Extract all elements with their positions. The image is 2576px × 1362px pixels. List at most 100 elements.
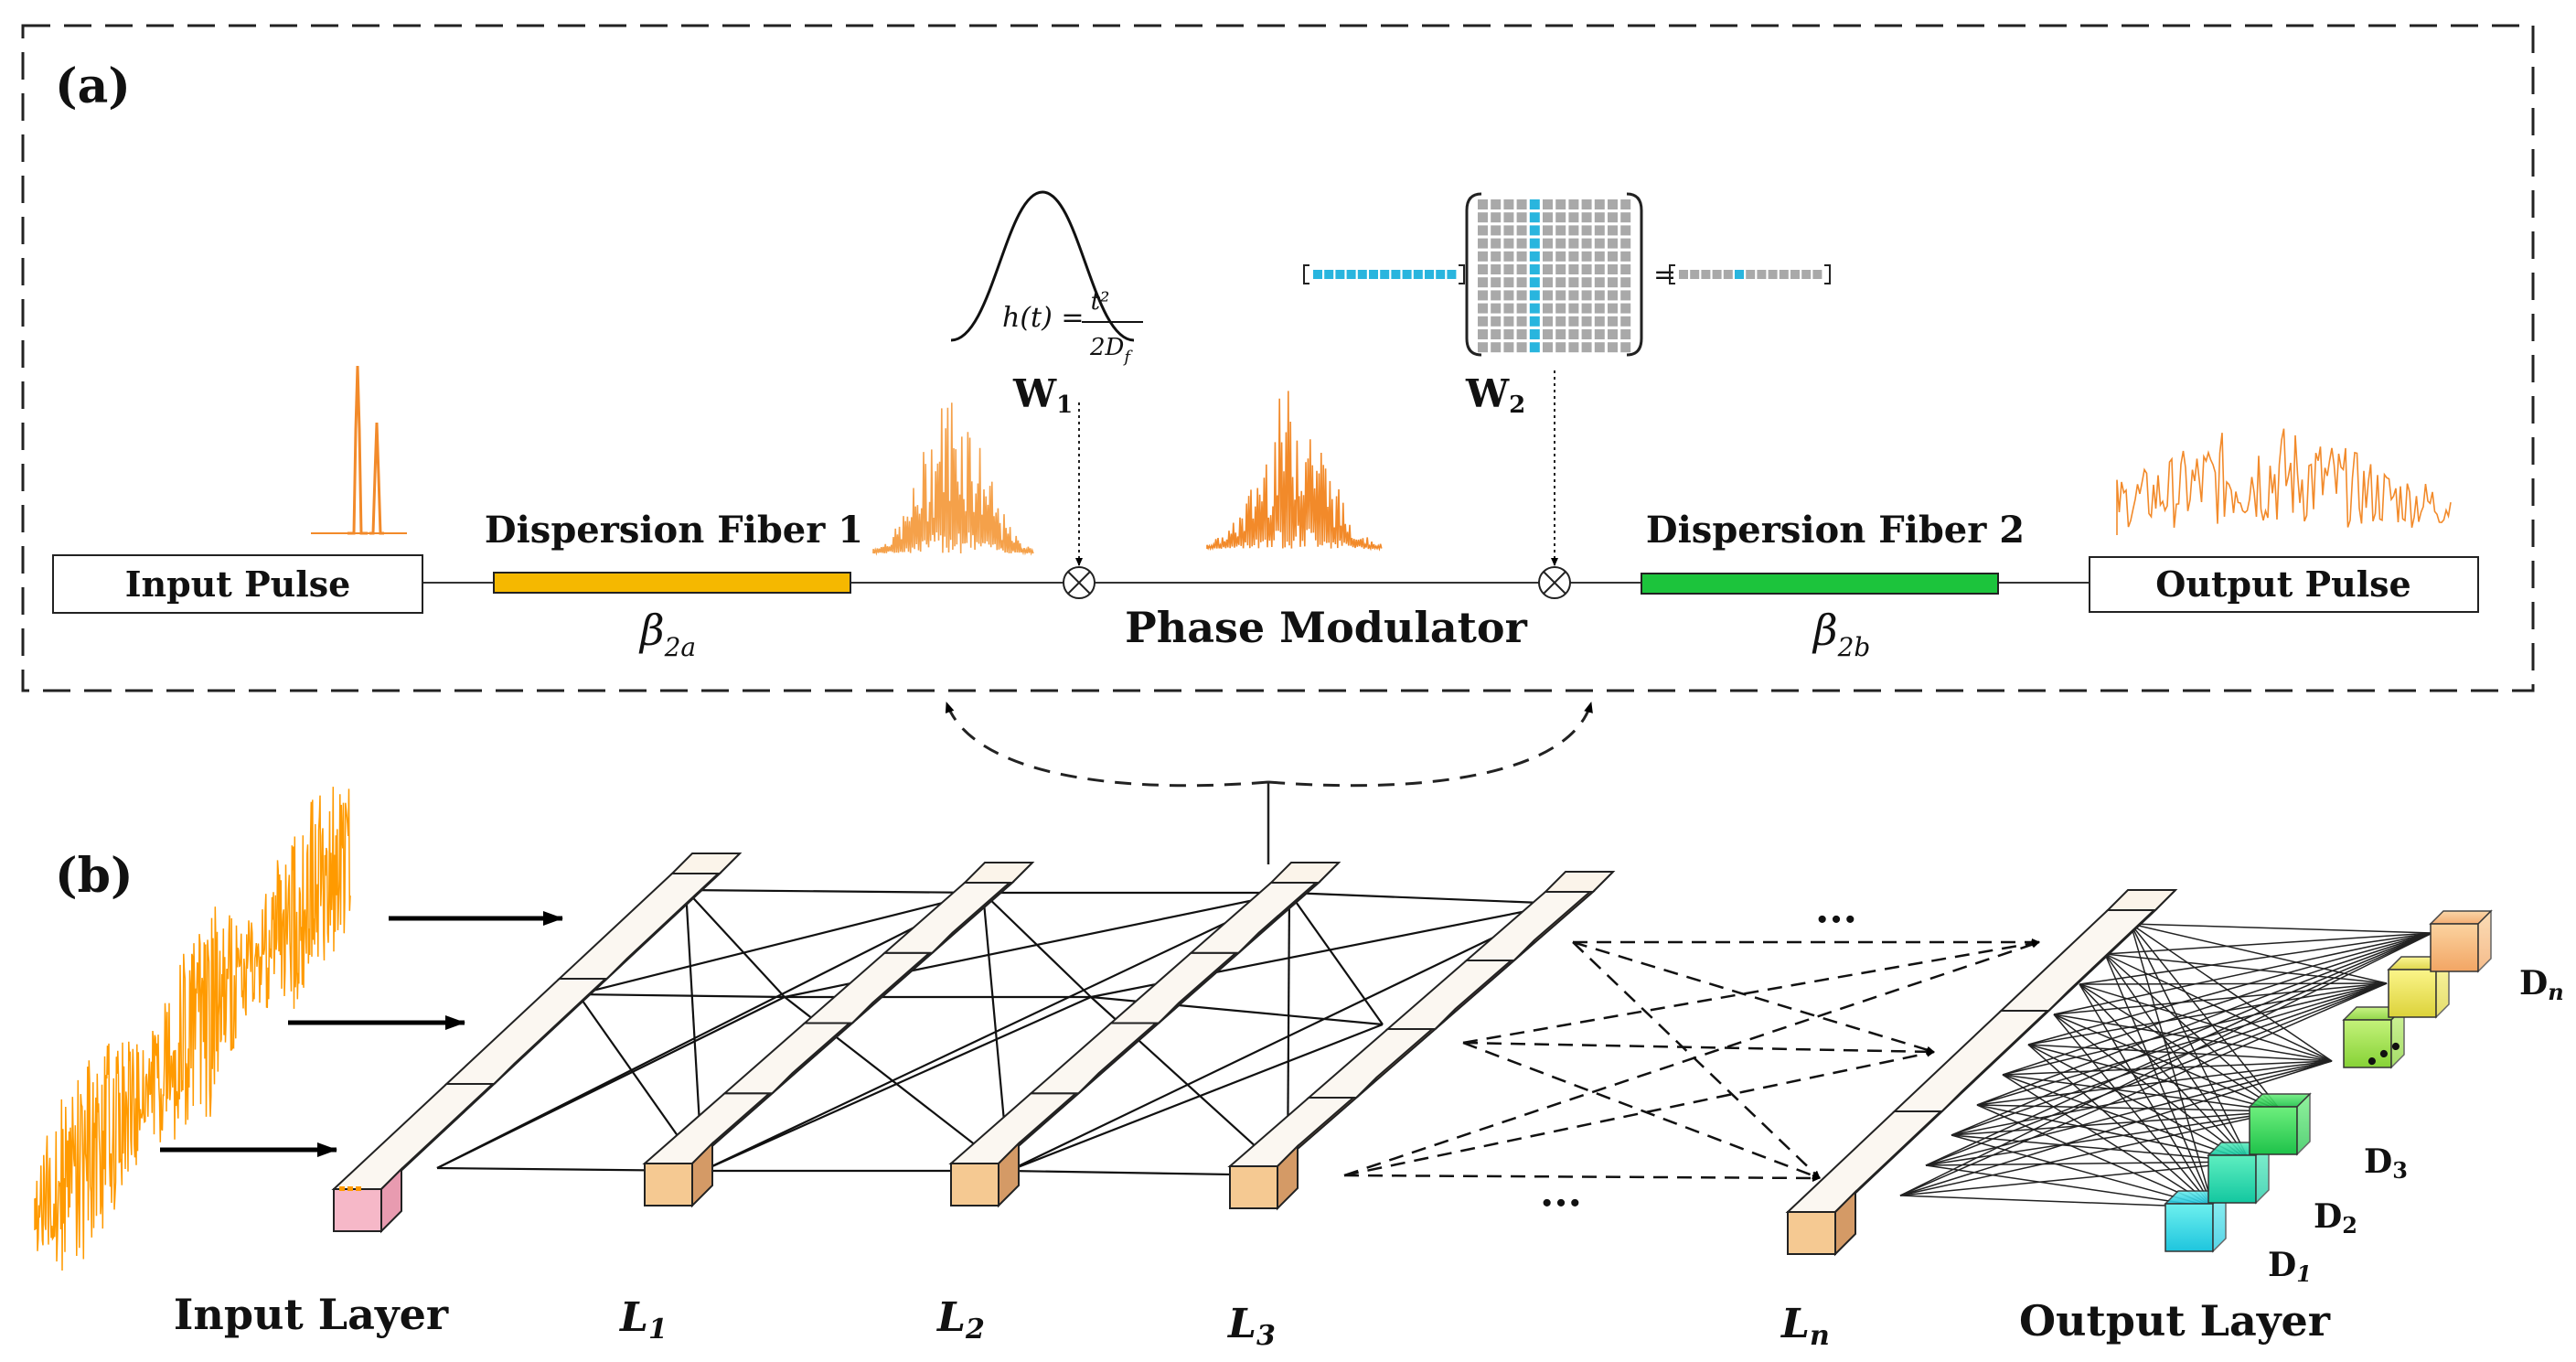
output-vector-cell [1746, 270, 1756, 279]
matrix-cell [1594, 303, 1605, 314]
matrix-cell [1503, 212, 1514, 223]
matrix-cell [1529, 329, 1540, 339]
matrix-cell [1594, 277, 1605, 288]
matrix-cell [1581, 329, 1592, 339]
matrix-cell [1594, 251, 1605, 262]
matrix-cell [1491, 264, 1502, 274]
input-vector [1303, 264, 1465, 284]
matrix-cell [1581, 251, 1592, 262]
output-vector-cell [1779, 270, 1789, 279]
matrix-cell [1608, 199, 1618, 209]
matrix-cell [1568, 251, 1579, 262]
matrix-cell [1543, 212, 1553, 223]
output-pulse-waveform [2116, 428, 2452, 535]
input-pulse-waveform [311, 365, 407, 535]
matrix-cell [1608, 251, 1618, 262]
matrix-cell [1491, 199, 1502, 209]
bottom-ellipsis: ··· [1540, 1180, 1582, 1227]
matrix-cell [1608, 277, 1618, 288]
matrix-cell [1594, 329, 1605, 339]
matrix-cell [1581, 316, 1592, 327]
matrix-equation: = [1303, 192, 1831, 357]
matrix-cell [1516, 199, 1527, 209]
input-vector-cell [1346, 270, 1356, 279]
matrix-cell [1543, 277, 1553, 288]
matrix-cell [1555, 277, 1566, 288]
gaussian-bell-curve [950, 190, 1135, 342]
top-ellipsis: ··· [1815, 896, 1857, 943]
matrix-cell [1568, 290, 1579, 301]
phase-modulator-label: Phase Modulator [1125, 603, 1527, 652]
matrix-cell [1608, 342, 1618, 353]
output-vector-cell [1679, 270, 1688, 279]
matrix-cell [1543, 251, 1553, 262]
matrix-cell [1478, 342, 1488, 353]
matrix-cell [1516, 303, 1527, 314]
input-layer-prism [331, 853, 743, 1234]
matrix-cell [1529, 212, 1540, 223]
input-vector-cell [1413, 270, 1423, 279]
matrix-cell [1568, 329, 1579, 339]
output-vector-cell [1790, 270, 1800, 279]
input-vector-cell [1391, 270, 1401, 279]
input-vector-cell [1324, 270, 1334, 279]
output-vector-cell [1757, 270, 1767, 279]
matrix-cell [1529, 238, 1540, 249]
matrix-cell [1503, 342, 1514, 353]
output-vector-cell [1768, 270, 1778, 279]
matrix-cell [1581, 225, 1592, 236]
panel-a-frame [21, 24, 2535, 692]
matrix-cell [1529, 225, 1540, 236]
matrix-cell [1491, 329, 1502, 339]
matrix-cell [1491, 277, 1502, 288]
l1-label: L1 [618, 1294, 668, 1346]
ln-label: Ln [1780, 1301, 1830, 1352]
matrix-cell [1568, 277, 1579, 288]
matrix-cell [1543, 290, 1553, 301]
matrix-cell [1555, 199, 1566, 209]
matrix-cell [1529, 251, 1540, 262]
weight-matrix [1465, 192, 1643, 357]
matrix-cell [1620, 316, 1631, 327]
dispersion-fiber-2-label: Dispersion Fiber 2 [1646, 509, 2025, 552]
matrix-cell [1478, 316, 1488, 327]
matrix-cell [1594, 238, 1605, 249]
matrix-cell [1555, 316, 1566, 327]
matrix-cell [1568, 225, 1579, 236]
matrix-cell [1620, 264, 1631, 274]
matrix-cell [1516, 342, 1527, 353]
matrix-cell [1529, 199, 1540, 209]
matrix-cell [1529, 290, 1540, 301]
input-arrows [160, 911, 563, 1157]
dispersion-fiber-2 [1641, 573, 1999, 595]
matrix-cell [1608, 329, 1618, 339]
matrix-cell [1478, 238, 1488, 249]
input-vector-cell [1425, 270, 1434, 279]
matrix-cell [1555, 342, 1566, 353]
input-layer-label: Input Layer [174, 1290, 449, 1339]
matrix-cell [1555, 238, 1566, 249]
matrix-cell [1503, 199, 1514, 209]
matrix-cell [1555, 290, 1566, 301]
input-pulse-box: Input Pulse [52, 554, 423, 614]
matrix-cell [1594, 212, 1605, 223]
output-pulse-box: Output Pulse [2089, 556, 2479, 613]
matrix-cell [1491, 225, 1502, 236]
matrix-cell [1555, 264, 1566, 274]
matrix-cell [1516, 225, 1527, 236]
matrix-cell [1516, 329, 1527, 339]
matrix-cell [1516, 277, 1527, 288]
matrix-cell [1503, 329, 1514, 339]
matrix-cell [1620, 342, 1631, 353]
matrix-cell [1608, 225, 1618, 236]
matrix-cell [1568, 238, 1579, 249]
matrix-cell [1594, 290, 1605, 301]
matrix-cell [1543, 316, 1553, 327]
matrix-cell [1529, 277, 1540, 288]
matrix-cell [1491, 238, 1502, 249]
modulator-w2-symbol [1538, 566, 1571, 599]
matrix-cell [1620, 238, 1631, 249]
detector-d2 [2207, 1141, 2271, 1205]
l2-label: L2 [935, 1294, 985, 1346]
matrix-cell [1529, 342, 1540, 353]
